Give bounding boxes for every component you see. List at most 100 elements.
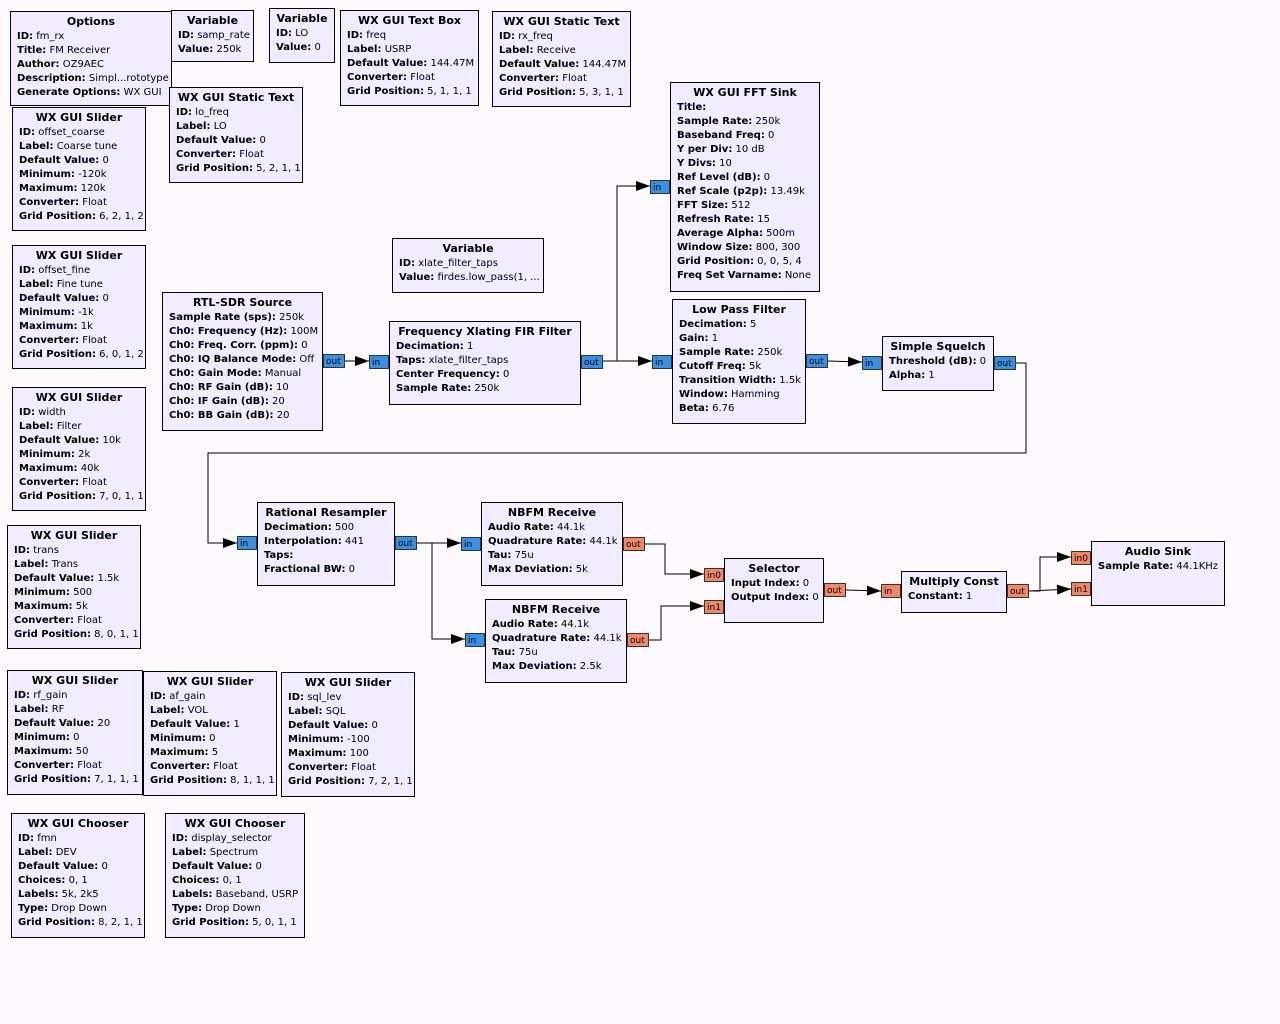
param-value: 10 [719, 158, 732, 169]
block-param: Labels: 5k, 2k5 [18, 888, 138, 902]
param-key: ID: [276, 28, 293, 39]
wire[interactable] [603, 185, 650, 362]
wire[interactable] [845, 589, 882, 592]
port-sq-in[interactable]: in [862, 356, 882, 370]
block-param: Quadrature Rate: 44.1k [492, 632, 622, 646]
param-value: Float [562, 73, 587, 84]
block-param: Grid Position: 5, 2, 1, 1 [176, 162, 301, 176]
param-value: fm_rx [36, 31, 65, 42]
block-param: Title: FM Receiver [17, 44, 165, 58]
port-xlate-in[interactable]: in [369, 355, 389, 369]
param-key: Grid Position: [14, 629, 91, 640]
port-xlate-out[interactable]: out [581, 355, 603, 369]
block-param: Value: 0 [276, 41, 328, 55]
port-mul-in[interactable]: in [881, 584, 901, 598]
param-key: Sample Rate (sps): [169, 312, 276, 323]
param-key: Default Value: [19, 293, 100, 304]
block-param: Transition Width: 1.5k [679, 374, 801, 388]
block-param: Audio Rate: 44.1k [488, 521, 616, 535]
param-value: 0 [979, 356, 987, 367]
block-param: Grid Position: 5, 1, 1, 1 [347, 85, 472, 99]
port-rtl-out[interactable]: out [323, 354, 345, 368]
block-param: Grid Position: 7, 1, 1, 1 [14, 773, 139, 787]
param-key: Average Alpha: [677, 228, 763, 239]
param-key: Value: [399, 272, 435, 283]
port-nb1-out[interactable]: out [623, 537, 645, 551]
param-value: Float [351, 762, 376, 773]
port-sel-in1[interactable]: in1 [704, 600, 724, 614]
param-key: Default Value: [176, 135, 257, 146]
param-value: fmn [37, 833, 57, 844]
param-value: firdes.low_pass(1, ... [437, 272, 540, 283]
wire[interactable] [1028, 588, 1072, 592]
port-nb2-out[interactable]: out [627, 633, 649, 647]
param-value: 120k [80, 183, 106, 194]
wire[interactable] [417, 542, 465, 640]
port-lpf-in[interactable]: in [652, 355, 672, 369]
param-key: Label: [19, 421, 54, 432]
wire[interactable] [645, 543, 704, 575]
block-param: Ref Scale (p2p): 13.49k [677, 185, 813, 199]
port-sel-out[interactable]: out [824, 583, 846, 597]
wire[interactable] [649, 605, 704, 641]
port-rs-in[interactable]: in [237, 536, 257, 550]
param-value: 15 [757, 214, 771, 225]
param-key: Ch0: Freq. Corr. (ppm): [169, 340, 299, 351]
param-key: Minimum: [19, 449, 75, 460]
block-param: FFT Size: 512 [677, 199, 813, 213]
port-mul-out[interactable]: out [1007, 584, 1029, 598]
port-nb1-in[interactable]: in [461, 537, 481, 551]
wire[interactable] [1029, 556, 1071, 592]
port-nb2-in[interactable]: in [465, 633, 485, 647]
param-value: 44.1k [593, 633, 622, 644]
param-value: 5 [750, 319, 757, 330]
block-title: Simple Squelch [890, 340, 986, 353]
port-rs-out[interactable]: out [395, 536, 417, 550]
param-key: Maximum: [14, 746, 73, 757]
param-key: Input Index: [731, 578, 800, 589]
block-param: Baseband Freq: 0 [677, 129, 813, 143]
wire[interactable] [827, 360, 863, 363]
port-lpf-out[interactable]: out [806, 354, 828, 368]
block-param: Default Value: 0 [288, 719, 408, 733]
param-value: 7, 1, 1, 1 [94, 774, 139, 785]
port-fft-in[interactable]: in [650, 180, 670, 194]
param-value: 500m [766, 228, 795, 239]
param-value: 1 [965, 591, 973, 602]
param-value: 5k, 2k5 [61, 889, 99, 900]
port-as-in0[interactable]: in0 [1071, 551, 1091, 565]
param-key: Audio Rate: [488, 522, 554, 533]
block-param: Label: VOL [150, 704, 270, 718]
port-sel-in0[interactable]: in0 [704, 568, 724, 582]
port-sq-out[interactable]: out [994, 356, 1016, 370]
port-as-in1[interactable]: in1 [1071, 582, 1091, 596]
